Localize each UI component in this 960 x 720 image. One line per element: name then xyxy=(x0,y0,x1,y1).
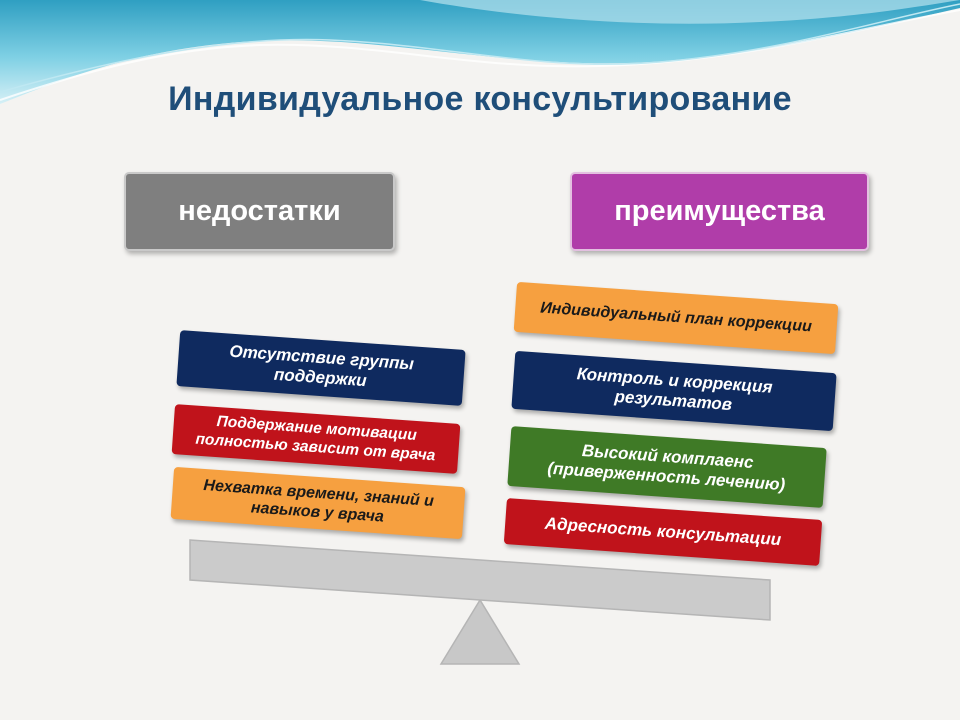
disadvantage-card: Нехватка времени, знаний и навыков у вра… xyxy=(170,466,466,540)
scale-fulcrum xyxy=(439,598,521,665)
advantage-card: Контроль и коррекция результатов xyxy=(511,350,837,432)
wave-decoration xyxy=(0,0,960,104)
advantages-header: преимущества xyxy=(570,172,869,251)
disadvantages-header: недостатки xyxy=(124,172,395,251)
disadvantage-card: Отсутствие группы поддержки xyxy=(176,330,466,406)
page-title: Индивидуальное консультирование xyxy=(168,80,792,118)
advantage-card: Высокий комплаенс (приверженность лечени… xyxy=(507,426,827,508)
advantage-card: Индивидуальный план коррекции xyxy=(513,281,839,355)
disadvantage-card: Поддержание мотивации полностью зависит … xyxy=(171,404,461,474)
advantage-card: Адресность консультации xyxy=(503,498,823,566)
